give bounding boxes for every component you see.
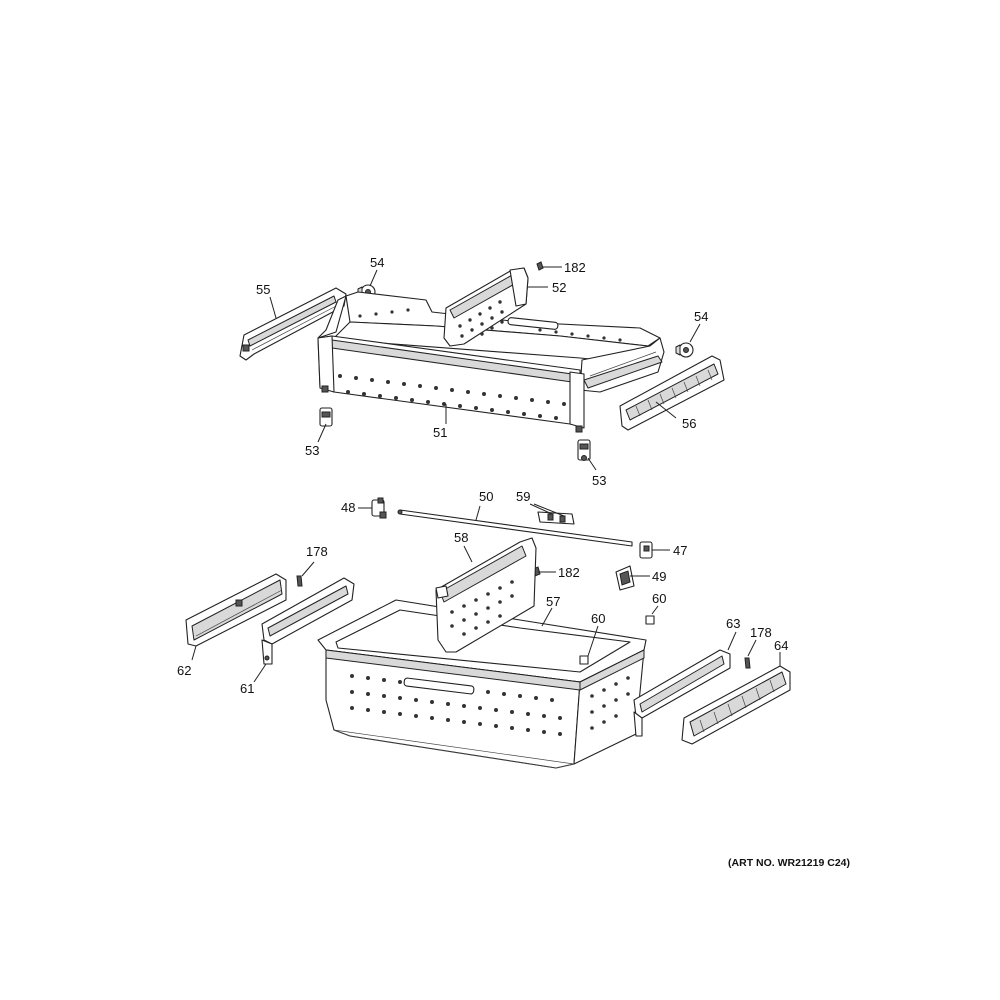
callout-55: 55 (256, 282, 270, 297)
callout-53: 53 (305, 443, 319, 458)
part-60-pad (645, 615, 655, 625)
part-50-rod (397, 509, 633, 547)
callout-60: 60 (591, 611, 605, 626)
callout-178: 178 (750, 625, 772, 640)
part-58-divider (435, 537, 537, 653)
callout-54: 54 (694, 309, 708, 324)
part-178-screw-left (296, 575, 303, 587)
callout-61: 61 (240, 681, 254, 696)
part-60-tab (579, 655, 589, 665)
art-number: (ART NO. WR21219 C24) (728, 857, 850, 869)
callout-63: 63 (726, 616, 740, 631)
callout-178: 178 (306, 544, 328, 559)
part-51-upper-drawer (317, 291, 665, 433)
callout-50: 50 (479, 489, 493, 504)
callout-49: 49 (652, 569, 666, 584)
callout-52: 52 (552, 280, 566, 295)
callout-53: 53 (592, 473, 606, 488)
part-61-left-inner-slide (261, 577, 355, 665)
part-57-lower-basket (317, 599, 647, 769)
part-53-clip-left (319, 407, 333, 427)
part-182-screw-upper (536, 261, 550, 271)
callout-64: 64 (774, 638, 788, 653)
callout-182: 182 (558, 565, 580, 580)
callout-57: 57 (546, 594, 560, 609)
part-63-right-inner-slide (633, 649, 731, 737)
leader-lines (191, 266, 781, 683)
callout-54: 54 (370, 255, 384, 270)
callout-182: 182 (564, 260, 586, 275)
part-55-left-rail (239, 287, 347, 361)
part-62-left-outer-rail (185, 573, 287, 647)
part-47-end-cap (639, 541, 653, 559)
callout-58: 58 (454, 530, 468, 545)
callout-62: 62 (177, 663, 191, 678)
callout-59: 59 (516, 489, 530, 504)
callout-labels: 55 54 182 52 54 56 51 53 53 48 50 59 47 … (177, 255, 788, 696)
callout-60: 60 (652, 591, 666, 606)
callout-51: 51 (433, 425, 447, 440)
callout-47: 47 (673, 543, 687, 558)
part-48-end-cap (371, 497, 387, 519)
part-56-right-rail (619, 355, 725, 431)
part-178-screw-right (744, 657, 751, 669)
callout-56: 56 (682, 416, 696, 431)
part-59-bracket (537, 511, 575, 525)
part-54-roller-right (675, 342, 694, 358)
part-49-latch (615, 565, 635, 591)
callout-48: 48 (341, 500, 355, 515)
part-52-divider (443, 267, 529, 347)
part-53-clip-right (577, 439, 591, 461)
